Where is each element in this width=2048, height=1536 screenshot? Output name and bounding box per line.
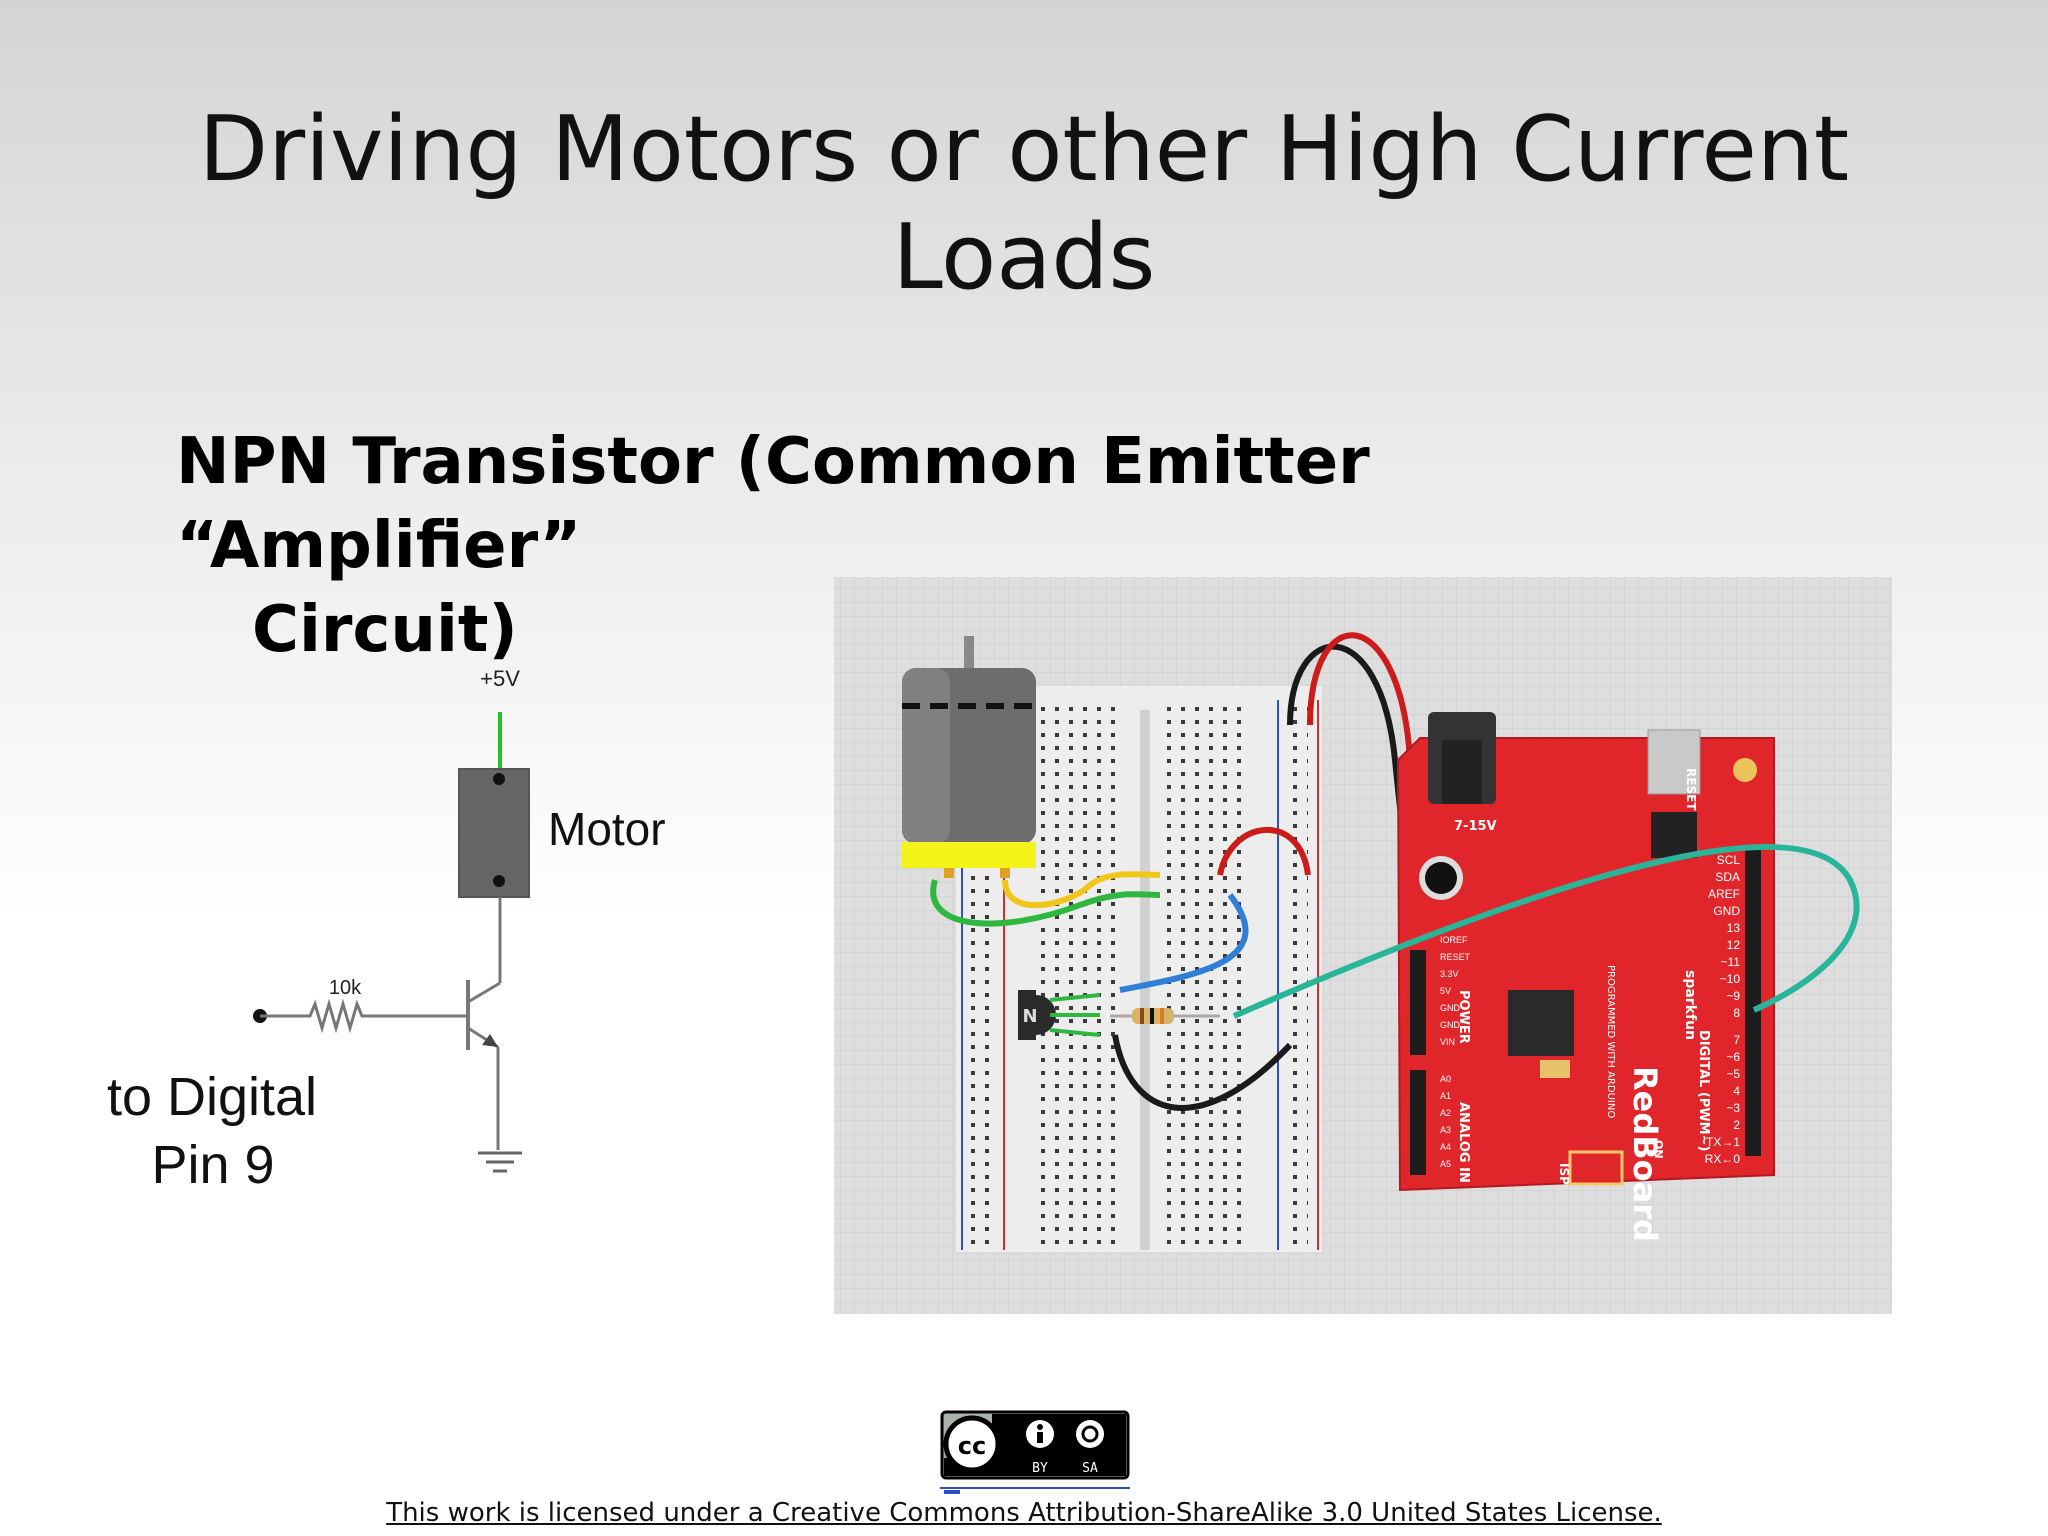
- pin-label: 13: [1727, 921, 1741, 935]
- slide-title-line1: Driving Motors or other High Current: [198, 97, 1850, 202]
- teal-signal-wire: [1232, 843, 1860, 1019]
- pin-label: ~11: [1721, 955, 1741, 969]
- analog-pin-label: A0: [1440, 1074, 1451, 1084]
- base-resistor: [260, 998, 468, 1034]
- breadboard: [954, 684, 1324, 1254]
- digital-pin-labels: SCL SDA AREF GND 13 12 ~11 ~10 ~9 8 7 ~6…: [1705, 853, 1741, 1166]
- pin-label: 2: [1733, 1118, 1740, 1132]
- license-link[interactable]: This work is licensed under a Creative C…: [386, 1498, 1662, 1528]
- motor-yellow-wire: [1002, 871, 1161, 908]
- power-header: [1410, 950, 1426, 1055]
- power-pin-label: GND: [1440, 1003, 1461, 1013]
- pin-label: SDA: [1715, 870, 1740, 884]
- pin-label: RX←0: [1705, 1152, 1741, 1166]
- power-pin-label: 5V: [1440, 986, 1451, 996]
- power-pin-labels: IOREF RESET 3.3V 5V GND GND VIN: [1440, 935, 1471, 1047]
- analog-pin-labels: A0 A1 A2 A3 A4 A5: [1440, 1074, 1451, 1169]
- slide-subtitle-line2: Circuit): [252, 593, 518, 667]
- resistor-part: [1110, 1008, 1220, 1024]
- pin-label: ~3: [1726, 1101, 1740, 1115]
- pin-label: SCL: [1717, 853, 1741, 867]
- red-jumper-wire: [1217, 827, 1311, 876]
- brand-label: sparkfun: [1682, 970, 1698, 1040]
- slide-title-line2: Loads: [892, 205, 1156, 310]
- digital-label: DIGITAL (PWM~): [1696, 1030, 1711, 1151]
- analog-pin-label: A2: [1440, 1108, 1451, 1118]
- pin-label: 12: [1727, 938, 1741, 952]
- power-in-label: 7-15V: [1454, 819, 1497, 834]
- svg-text:cc: cc: [958, 1432, 986, 1460]
- slide-title: Driving Motors or other High Current Loa…: [0, 96, 2048, 312]
- motor-symbol: [458, 768, 530, 898]
- sa-icon: [1076, 1420, 1104, 1448]
- power-pin-label: VIN: [1440, 1037, 1455, 1047]
- pin-label: 7: [1733, 1033, 1740, 1047]
- analog-pin-label: A3: [1440, 1125, 1451, 1135]
- power-pin-label: RESET: [1440, 952, 1471, 962]
- on-label: ON: [1652, 1140, 1665, 1159]
- power-pin-label: IOREF: [1440, 935, 1468, 945]
- pin-label: ~5: [1726, 1067, 1740, 1081]
- motor-terminal-top: [493, 773, 505, 785]
- input-label-line2: Pin 9: [151, 1135, 274, 1195]
- pin-label: TX→1: [1706, 1135, 1740, 1149]
- analog-pin-label: A4: [1440, 1142, 1451, 1152]
- analog-label: ANALOG IN: [1456, 1102, 1471, 1183]
- cc-icon: [943, 1415, 1001, 1473]
- resistor-label: 10k: [329, 977, 362, 999]
- slide-subtitle: NPN Transistor (Common Emitter “Amplifie…: [176, 420, 1776, 672]
- pin-label: ~10: [1720, 972, 1741, 986]
- breadboard-illustration: N 7-15V RESET RedBoard sparkfun PROGRAMM…: [834, 577, 1892, 1314]
- power-pin-label: 3.3V: [1440, 969, 1459, 979]
- cc-by-label: BY: [1032, 1461, 1048, 1476]
- npn-schematic-diagram: +5V Motor 10k to Digital Pin 9: [107, 666, 666, 1195]
- supply-label: +5V: [480, 666, 520, 691]
- motor-label: Motor: [548, 803, 666, 855]
- motor-green-wire: [930, 879, 1161, 927]
- digital-header: [1745, 846, 1761, 1156]
- slide-subtitle-line1: NPN Transistor (Common Emitter “Amplifie…: [176, 425, 1370, 583]
- pin-label: 8: [1733, 1006, 1740, 1020]
- redboard-arduino: 7-15V RESET RedBoard sparkfun PROGRAMMED…: [1396, 712, 1775, 1242]
- reset-label: RESET: [1684, 768, 1698, 811]
- power-pin-label: GND: [1440, 1020, 1461, 1030]
- pin-label: GND: [1713, 904, 1740, 918]
- cc-sa-label: SA: [1082, 1461, 1098, 1476]
- power-label: POWER: [1456, 990, 1471, 1044]
- black-ground-wire: [1112, 1034, 1293, 1111]
- isp-label: ISP: [1557, 1163, 1571, 1185]
- pin-label: AREF: [1708, 887, 1740, 901]
- transistor-part: N: [1018, 990, 1101, 1040]
- blue-wire: [1119, 893, 1249, 993]
- dc-motor: [902, 636, 1036, 878]
- programmed-label: PROGRAMMED WITH ARDUINO: [1605, 965, 1616, 1118]
- analog-pin-label: A1: [1440, 1091, 1451, 1101]
- pin-label: 4: [1733, 1084, 1740, 1098]
- analog-pin-label: A5: [1440, 1159, 1451, 1169]
- pin-label: ~9: [1726, 989, 1740, 1003]
- input-label-line1: to Digital: [107, 1067, 317, 1127]
- cc-license-badge[interactable]: cc BY SA: [940, 1410, 1130, 1498]
- pin-label: ~6: [1726, 1050, 1740, 1064]
- motor-terminal-bottom: [493, 875, 505, 887]
- collector-lead: [467, 981, 501, 1004]
- board-name: RedBoard: [1626, 1066, 1664, 1242]
- transistor-mark: N: [1022, 1006, 1037, 1027]
- emitter-arrow: [482, 1034, 498, 1047]
- analog-header: [1410, 1070, 1426, 1175]
